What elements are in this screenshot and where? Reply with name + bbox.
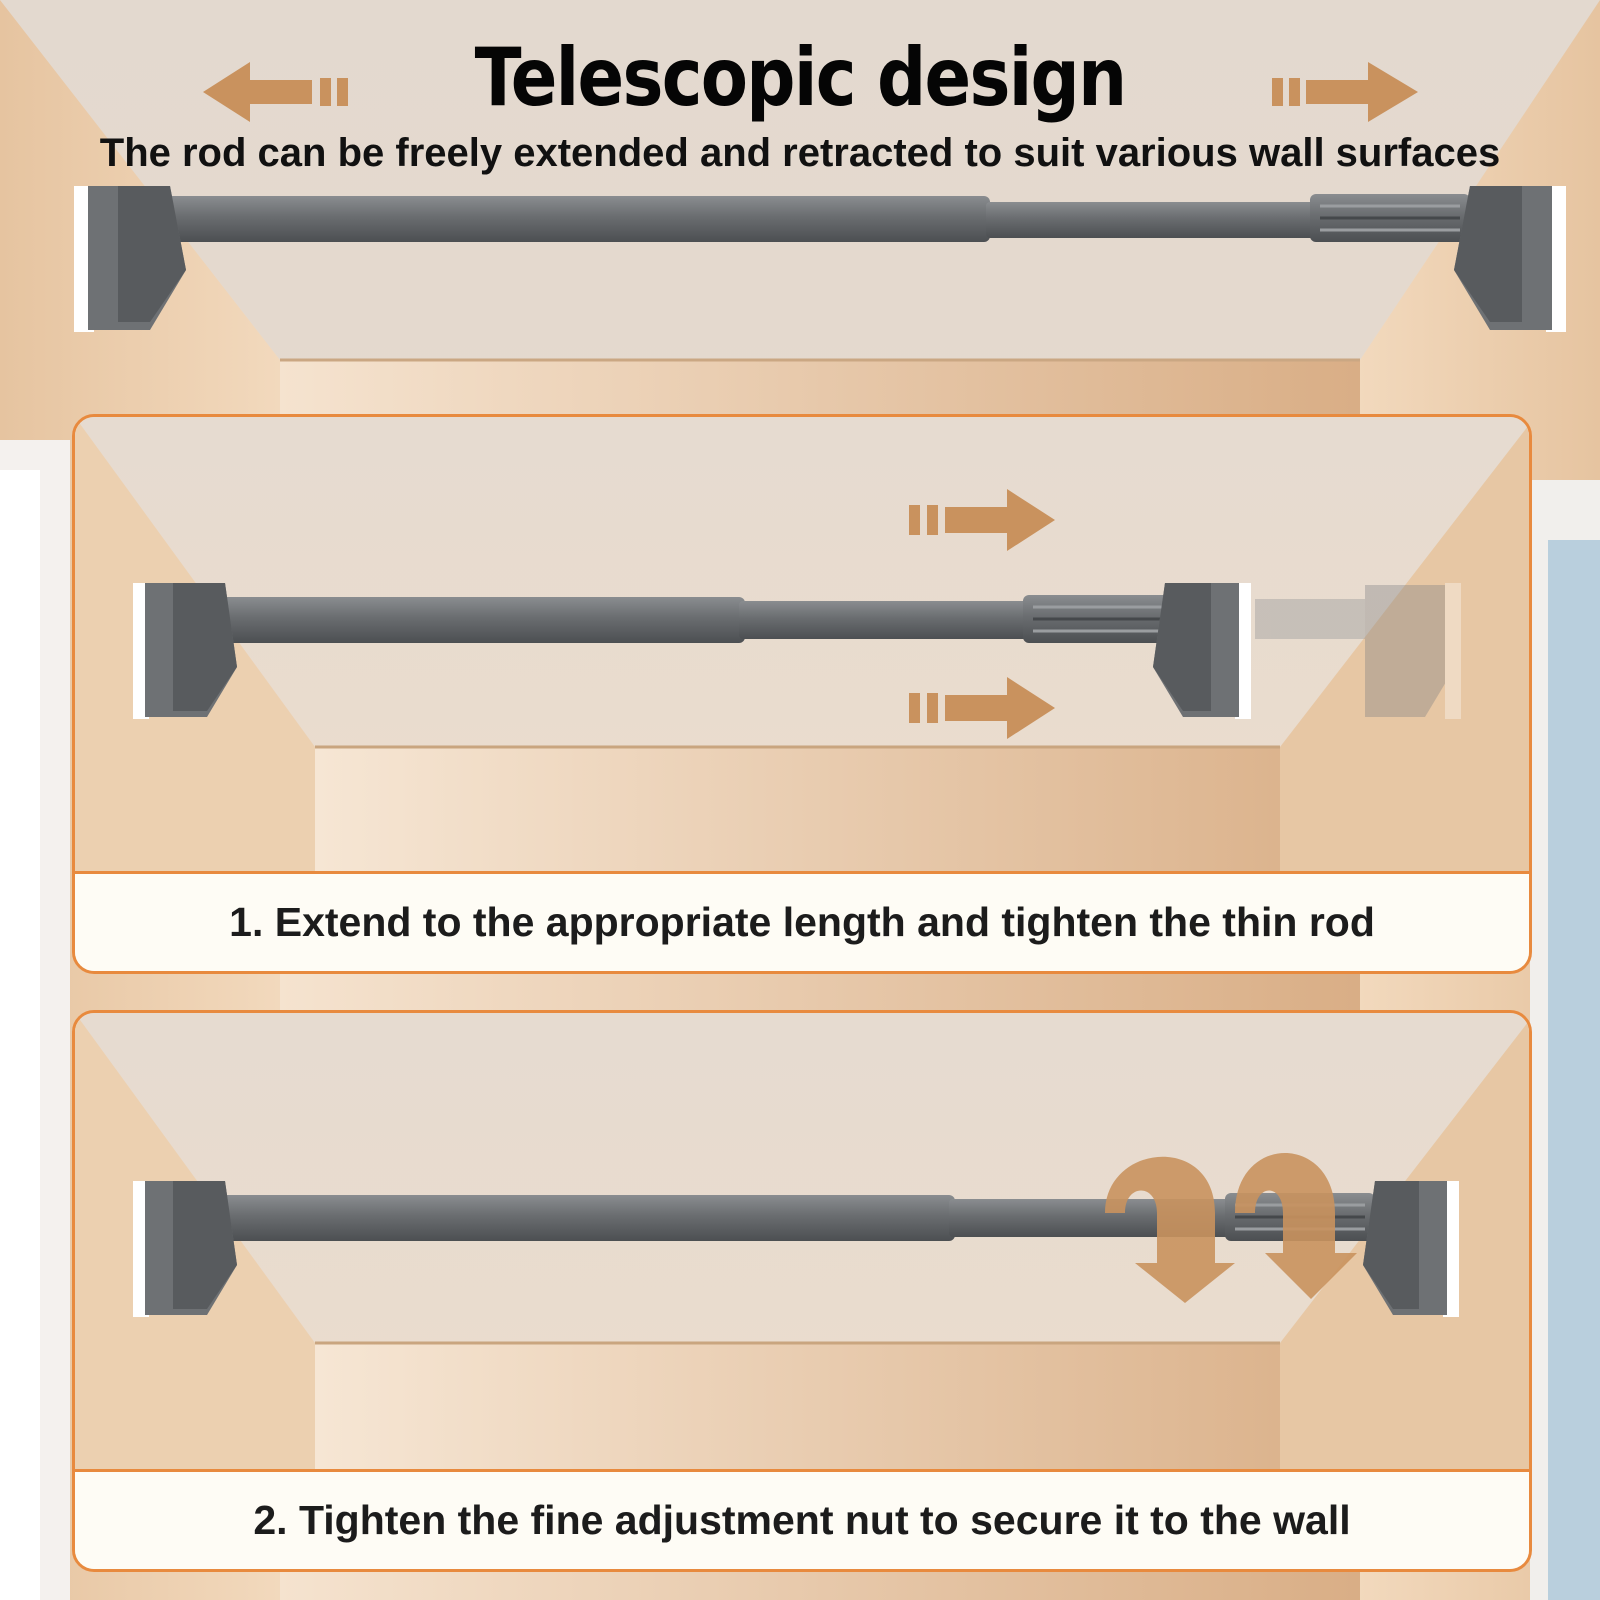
arrow-left-icon xyxy=(203,62,348,122)
tension-rod-step-1 xyxy=(133,583,1251,719)
ghost-bracket xyxy=(1255,583,1461,719)
step-2-panel: 2. Tighten the fine adjustment nut to se… xyxy=(72,1010,1532,1572)
step-1-caption: 1. Extend to the appropriate length and … xyxy=(75,871,1529,971)
tension-rod-step-2 xyxy=(133,1181,1459,1317)
arrow-right-icon xyxy=(1272,62,1418,122)
arrow-right-icon xyxy=(909,489,1055,551)
page-title: Telescopic design xyxy=(474,31,1127,124)
tension-rod-top xyxy=(74,186,1566,332)
step-1-panel: 1. Extend to the appropriate length and … xyxy=(72,414,1532,974)
rotate-arrow-icon xyxy=(1235,1153,1357,1299)
rotate-arrow-icon xyxy=(1105,1156,1235,1303)
step-2-caption: 2. Tighten the fine adjustment nut to se… xyxy=(75,1469,1529,1569)
page-subtitle: The rod can be freely extended and retra… xyxy=(99,131,1501,175)
arrow-right-icon xyxy=(909,677,1055,739)
